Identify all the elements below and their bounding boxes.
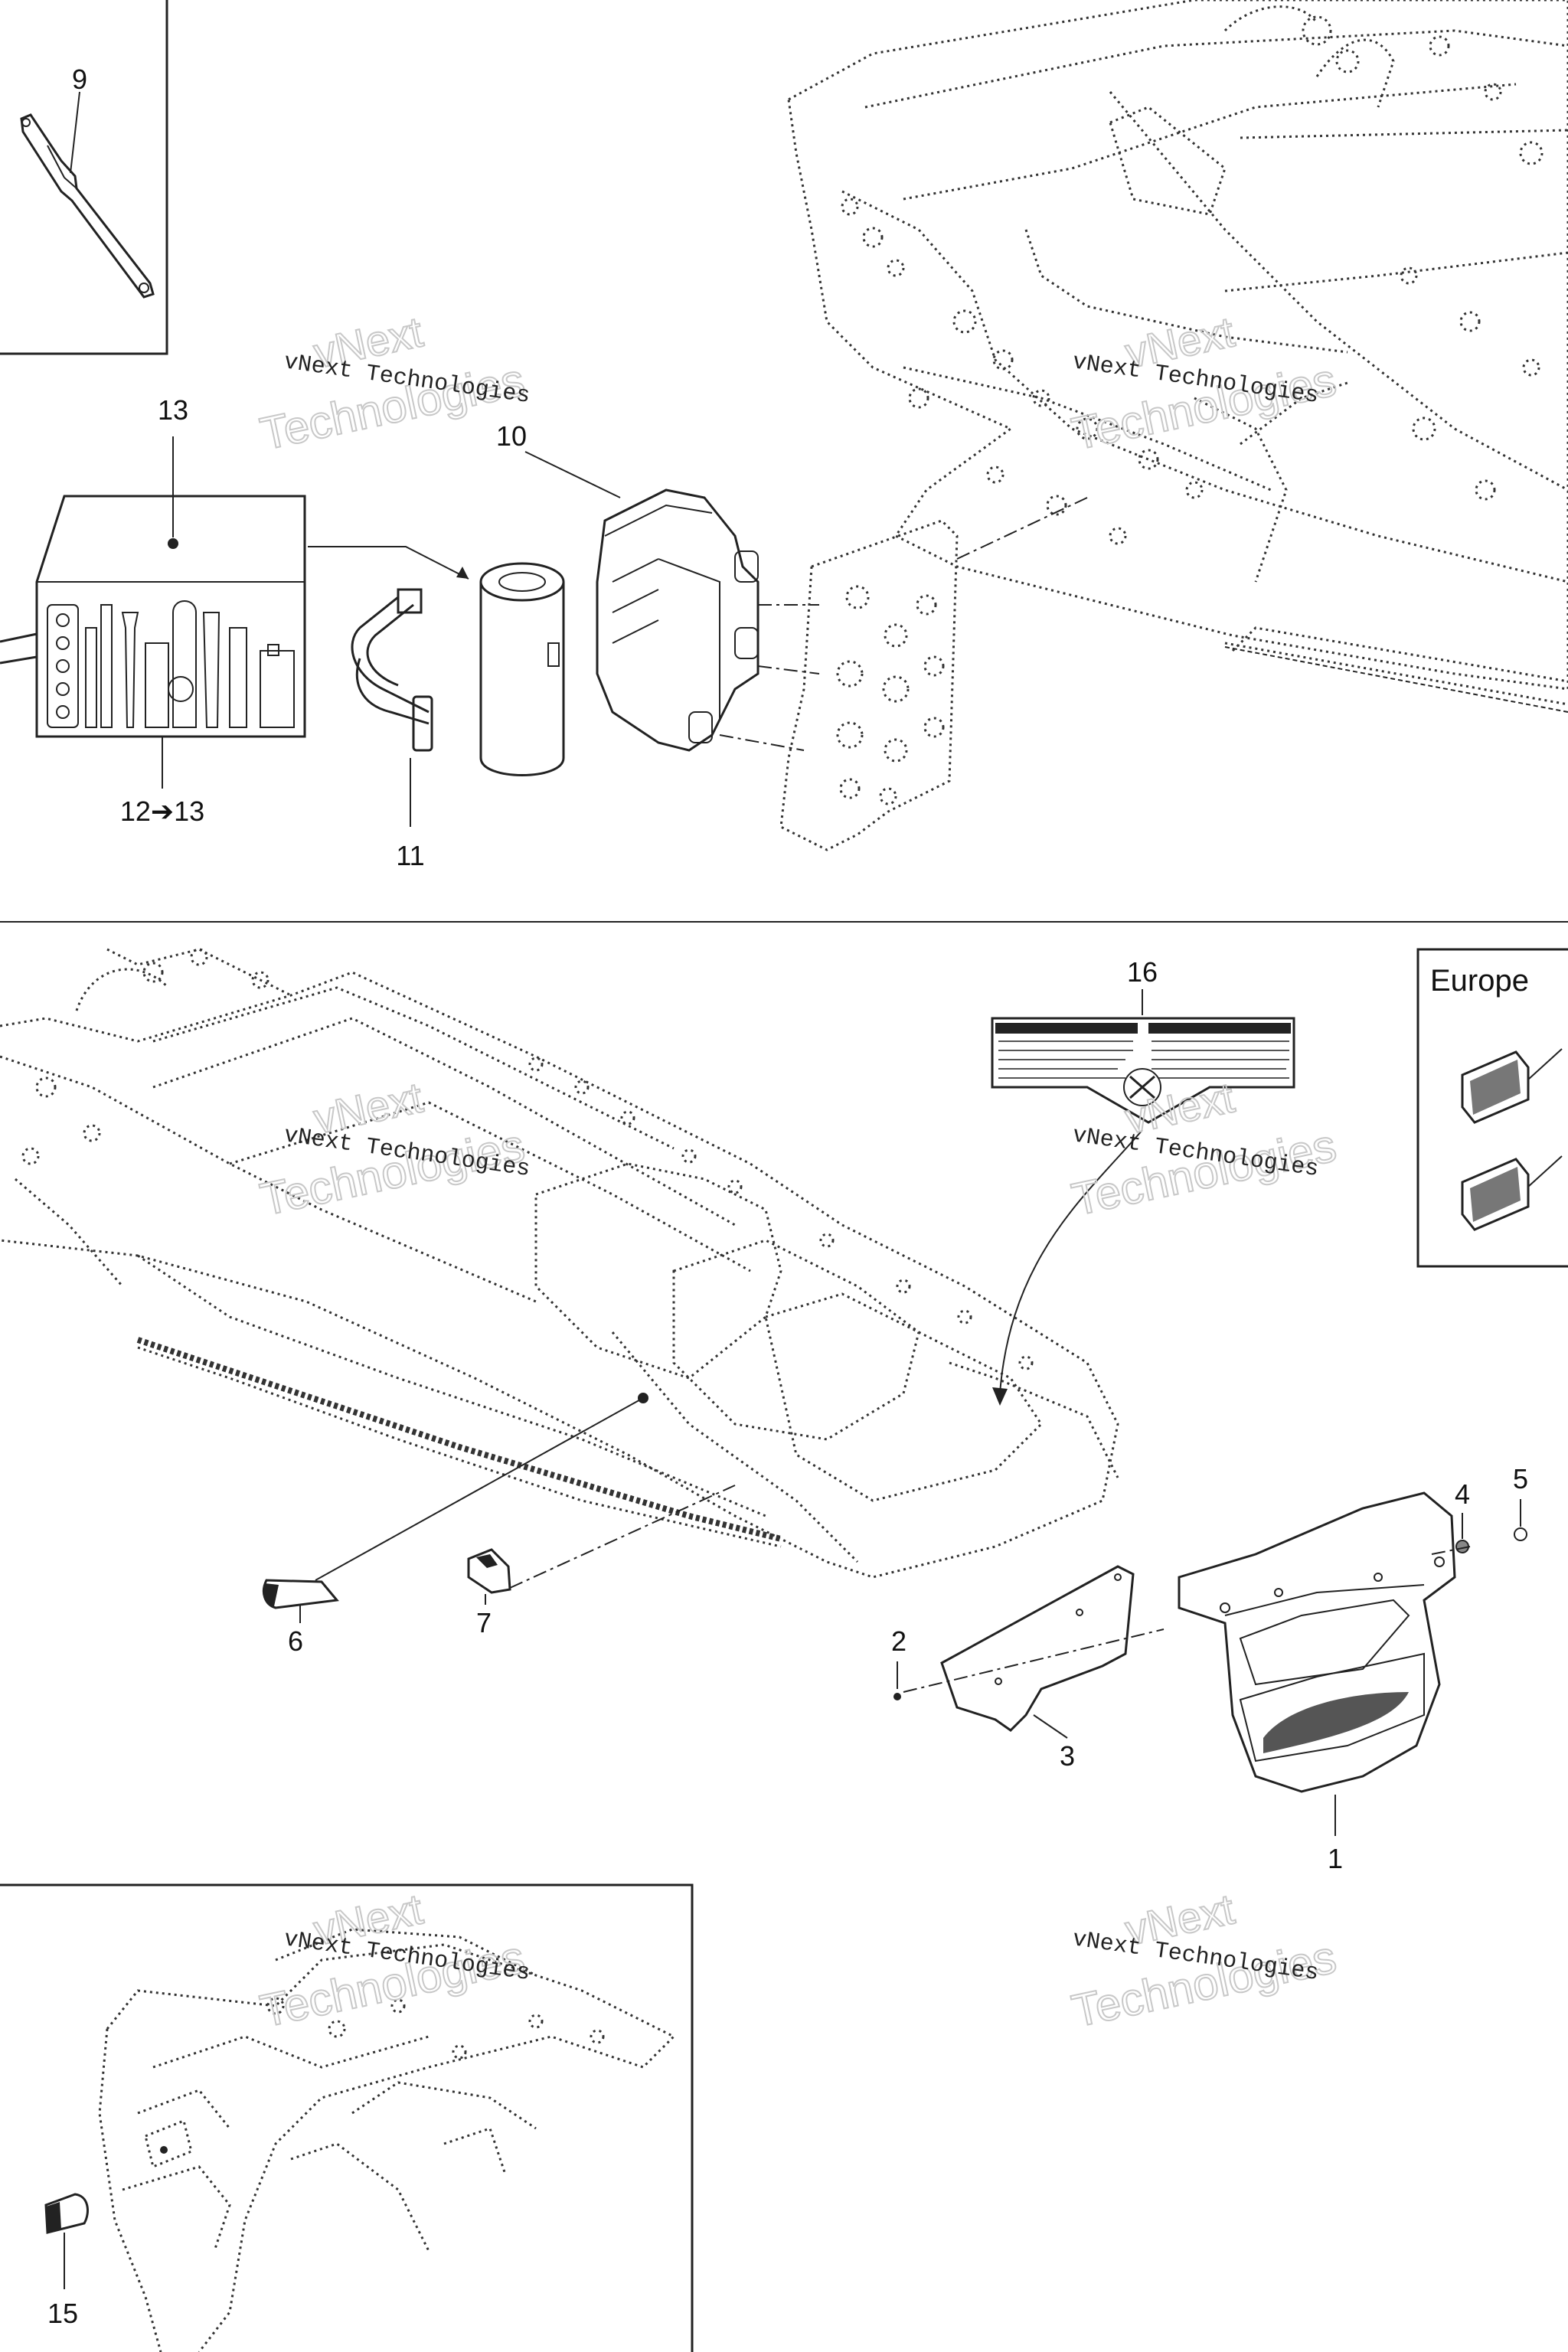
callout-2: 2: [891, 1625, 906, 1657]
callout-3: 3: [1060, 1740, 1075, 1772]
fastener-item-2: 2: [891, 1625, 906, 1700]
callout-7: 7: [476, 1607, 492, 1638]
part-item-7: 7: [467, 1485, 736, 1638]
callout-4: 4: [1455, 1478, 1470, 1510]
decal-item-16: 16: [991, 956, 1295, 1406]
strap-item-11: 11: [351, 588, 433, 871]
plate-item-3: 3: [903, 1565, 1165, 1772]
callout-16: 16: [1127, 956, 1158, 988]
tool-kit-item-13: 13 12➔13: [0, 394, 306, 827]
mounting-plate: [779, 519, 959, 851]
callout-12-13: 12➔13: [120, 795, 204, 827]
part-item-6: 6: [263, 1393, 648, 1657]
tool-box-item-10: 10: [496, 420, 1088, 752]
callout-5: 5: [1513, 1463, 1528, 1494]
callout-10: 10: [496, 420, 527, 452]
front-grille-item-1: 1: [1178, 1491, 1456, 1874]
fasteners-item-4-5: 4 5: [1431, 1463, 1528, 1555]
callout-9: 9: [72, 64, 87, 95]
inset-box-item-15: 15: [0, 1883, 694, 2352]
europe-region-box: Europe: [1416, 948, 1568, 1268]
europe-label: Europe: [1430, 964, 1529, 998]
callout-13: 13: [158, 394, 188, 426]
callout-11: 11: [396, 840, 424, 871]
callout-1: 1: [1328, 1843, 1343, 1874]
cylinder-part: [479, 562, 565, 776]
callout-15: 15: [47, 2298, 78, 2329]
callout-6: 6: [288, 1625, 303, 1657]
chassis-rear: [0, 948, 1119, 1579]
chassis-front-upper: [787, 0, 1568, 713]
assembly-arrow: [308, 546, 469, 580]
inset-box-item-9: 9: [0, 0, 168, 355]
